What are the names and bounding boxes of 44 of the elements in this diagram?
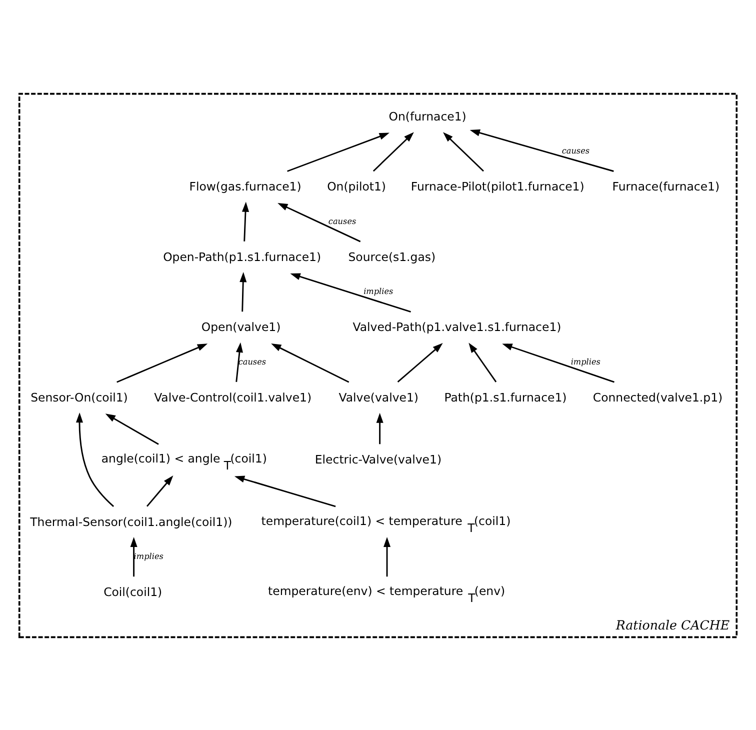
edge-label: causes xyxy=(238,356,266,366)
edge-label: implies xyxy=(570,356,600,366)
arrow xyxy=(240,272,247,312)
arrow xyxy=(236,342,243,382)
node-text: Open-Path(p1.s1.furnace1) xyxy=(163,249,322,264)
arrow xyxy=(468,342,497,382)
node-text: On(pilot1) xyxy=(327,179,386,194)
arrow xyxy=(116,343,208,382)
edge-label: causes xyxy=(562,144,590,155)
arrow xyxy=(242,201,250,241)
node-text: Thermal-Sensor(coil1.angle(coil1)) xyxy=(30,514,232,528)
arrow xyxy=(290,272,411,312)
arrow xyxy=(105,413,159,444)
node-text: Coil(coil1) xyxy=(104,584,162,599)
arrow xyxy=(376,412,384,444)
node-text: Sensor-On(coil1) xyxy=(30,390,128,404)
arrow xyxy=(502,343,614,382)
node-text: Electric-Valve(valve1) xyxy=(314,452,442,466)
node-text: Flow(gas.furnace1) xyxy=(189,179,302,194)
arrow xyxy=(287,132,390,172)
arrow xyxy=(442,132,484,172)
arrow xyxy=(271,342,350,382)
edge-label: implies xyxy=(364,286,394,296)
node-text: Valve(valve1) xyxy=(338,390,419,404)
arrow xyxy=(397,342,443,382)
node-text: Valve-Control(coil1.valve1) xyxy=(154,390,312,404)
node-text: Connected(valve1.p1) xyxy=(592,390,723,404)
arrow xyxy=(372,132,414,172)
arrow xyxy=(76,412,114,506)
node-text: Source(s1.gas) xyxy=(348,249,436,264)
edge-label: implies xyxy=(134,550,164,560)
arrow xyxy=(234,475,336,507)
node-text: On(furnace1) xyxy=(388,108,466,123)
arrow xyxy=(278,202,361,242)
node-text: Valved-Path(p1.valve1.s1.furnace1) xyxy=(352,320,562,334)
arrow xyxy=(383,536,391,576)
node-text: Path(p1.s1.furnace1) xyxy=(444,390,567,404)
edge-label: causes xyxy=(328,215,356,226)
node-text: Furnace(furnace1) xyxy=(612,179,720,194)
arrow xyxy=(130,536,138,576)
arrow xyxy=(470,128,614,172)
node-text: Open(valve1) xyxy=(201,320,281,334)
arrow xyxy=(146,475,174,506)
node-text: Furnace-Pilot(pilot1.furnace1) xyxy=(410,179,584,194)
